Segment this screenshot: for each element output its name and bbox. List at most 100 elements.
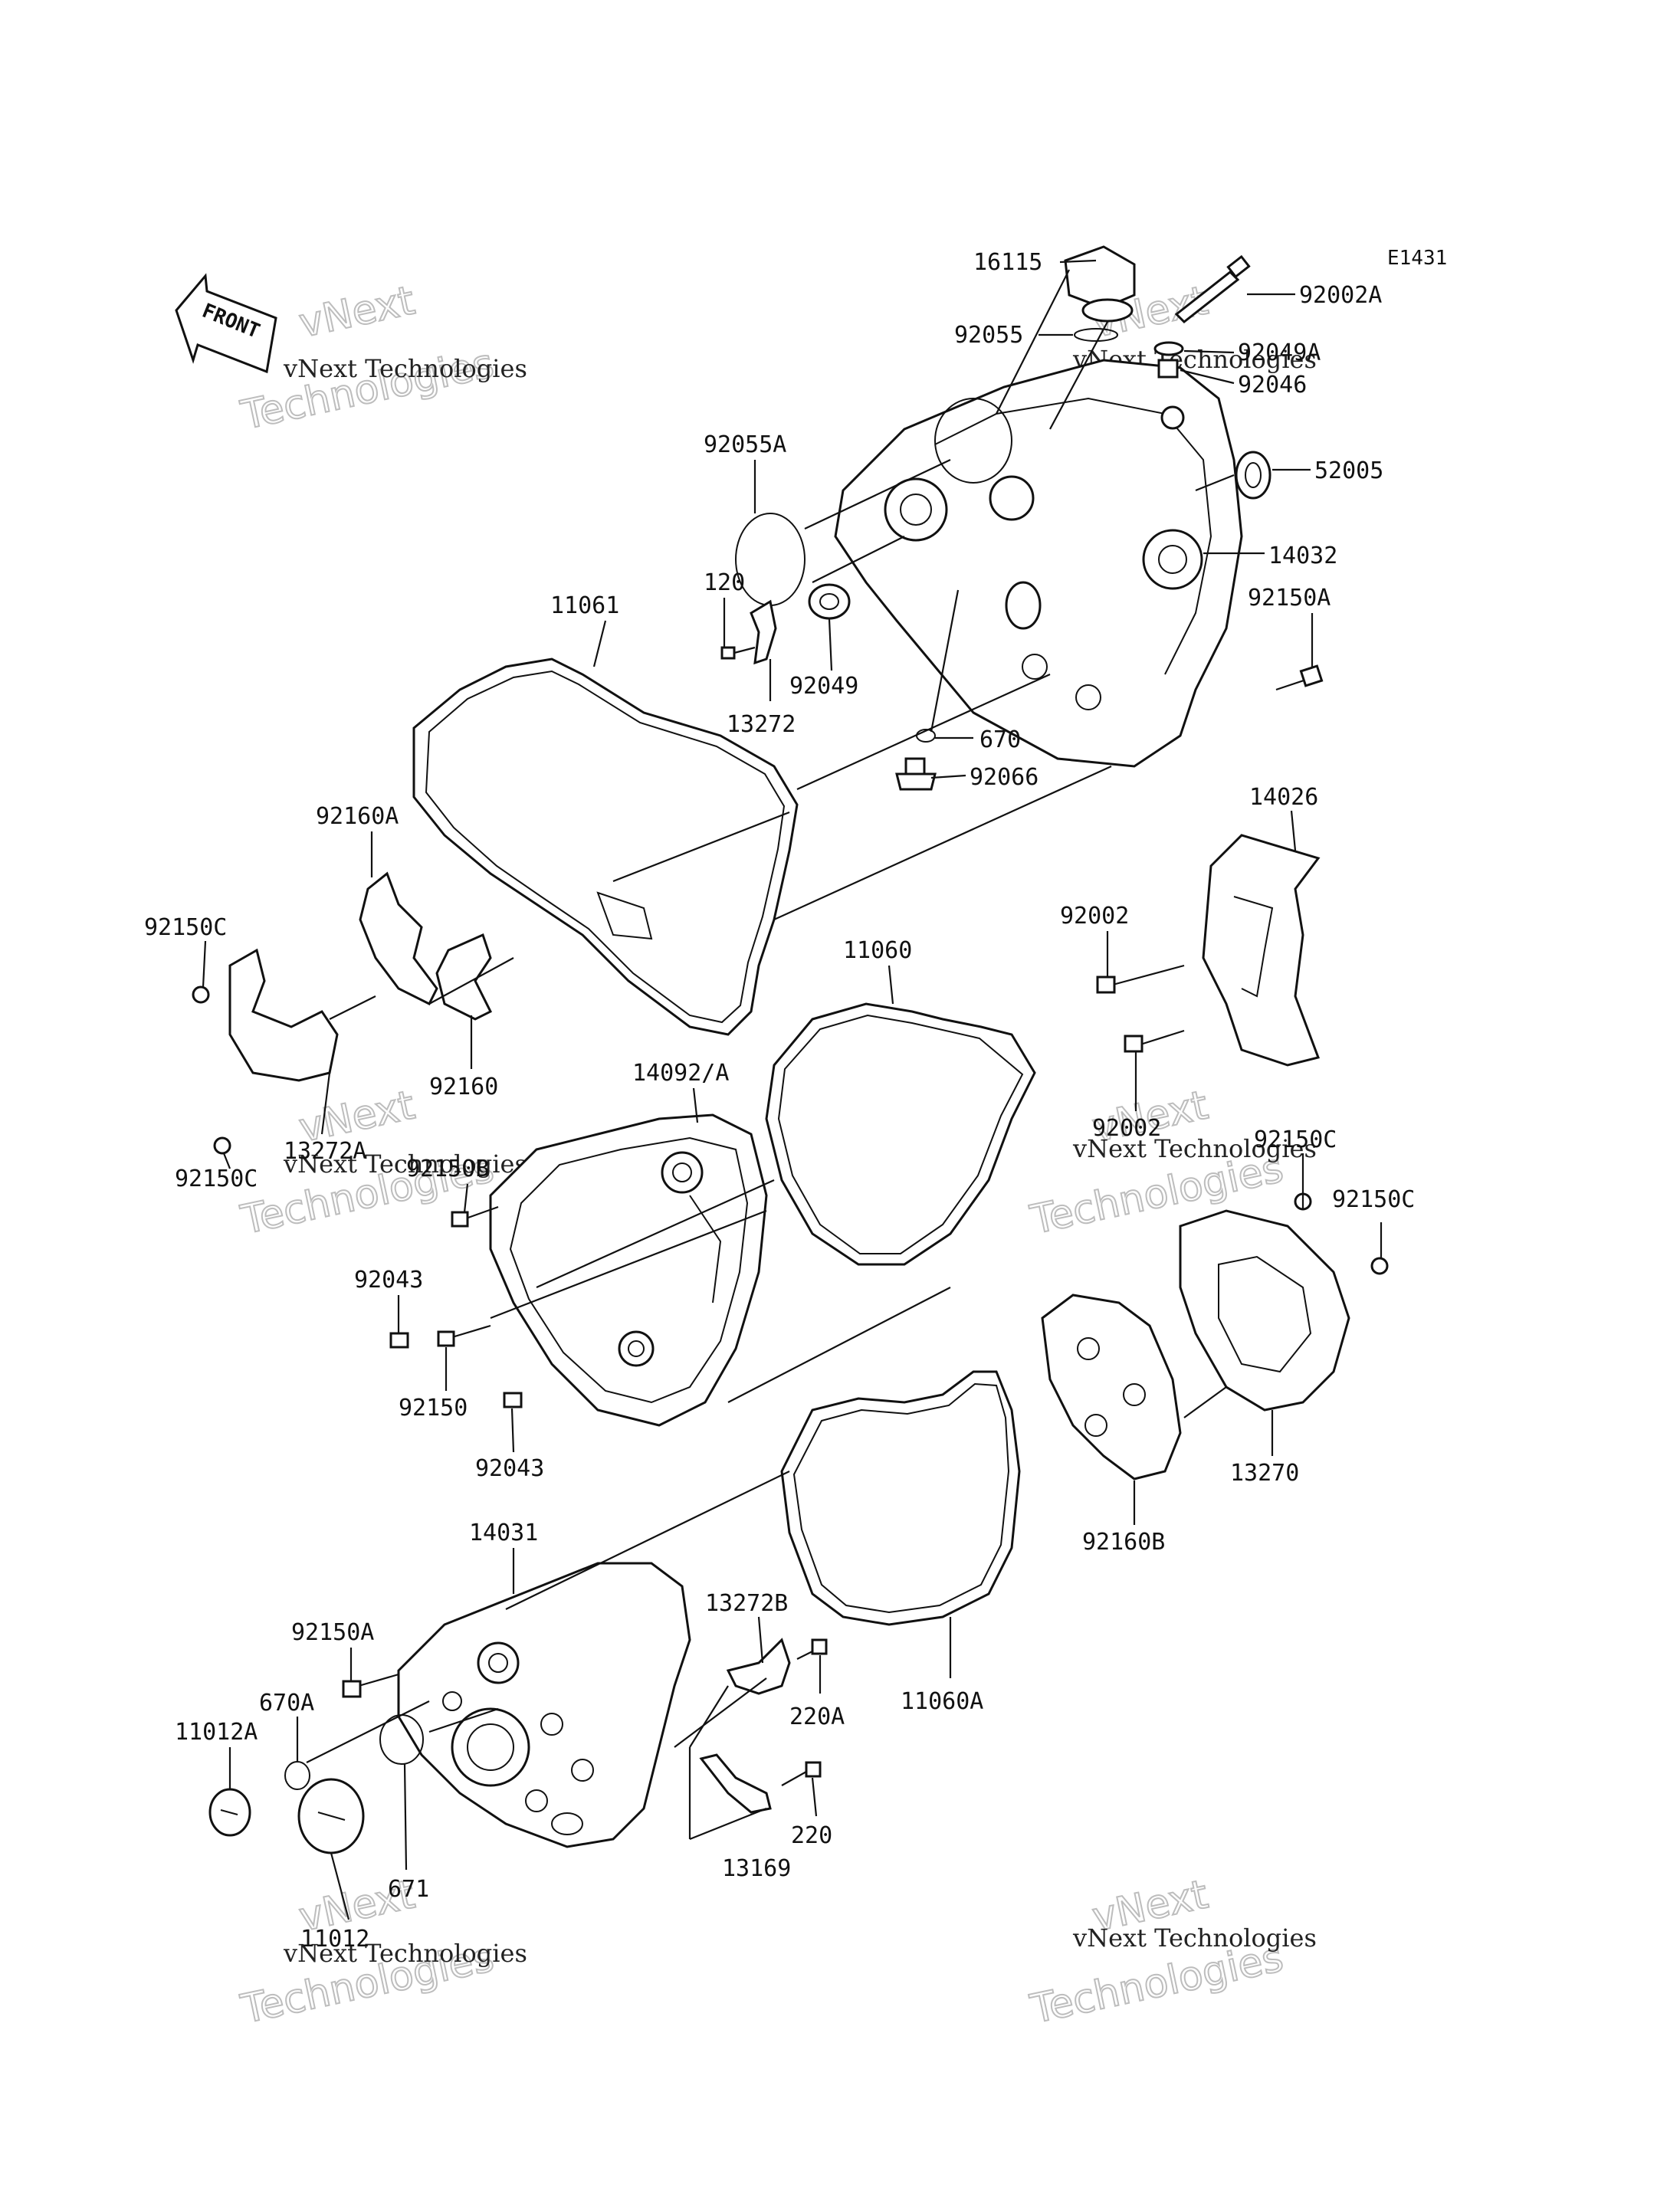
label-92150C-c: 92150C: [1254, 1126, 1337, 1153]
bolt-92002-a: [1096, 964, 1185, 994]
oring-92055: [1074, 328, 1118, 342]
label-13272A: 13272A: [284, 1138, 366, 1165]
bolt-92150A-bottom: [342, 1673, 399, 1698]
dowel-92043-b: [503, 1392, 523, 1408]
bracket-13169: [699, 1753, 772, 1814]
gasket-11061: [412, 657, 799, 1036]
drain-plug-92066: [895, 757, 937, 791]
bracket-13272B: [726, 1638, 791, 1695]
label-11012A: 11012A: [175, 1719, 258, 1746]
label-92002-b: 92002: [1092, 1115, 1161, 1142]
washer-92049A: [1153, 341, 1184, 356]
dowel-92043-a: [389, 1332, 409, 1349]
label-92049A: 92049A: [1238, 339, 1321, 366]
label-92150C-b: 92150C: [175, 1166, 258, 1192]
screw-92150C-left-a: [192, 985, 210, 1004]
gasket-11060: [765, 1002, 1036, 1266]
label-14031: 14031: [469, 1520, 538, 1546]
label-92043-b: 92043: [475, 1455, 544, 1482]
reference-lines: [306, 269, 1235, 1763]
front-direction-arrow: FRONT: [175, 273, 277, 374]
watermark-vnext-technologies: vNext Technologies: [1072, 1134, 1317, 1163]
bolt-92002-b: [1124, 1029, 1185, 1053]
label-220: 220: [791, 1822, 832, 1849]
label-92150A-top: 92150A: [1248, 585, 1331, 612]
label-14032: 14032: [1268, 543, 1337, 569]
label-13270: 13270: [1230, 1460, 1299, 1487]
oil-seal-52005: [1235, 451, 1271, 500]
label-92055A: 92055A: [704, 431, 786, 458]
label-92160B: 92160B: [1082, 1529, 1165, 1556]
bearing-92046: [1157, 359, 1179, 379]
plate-92160B: [1041, 1294, 1182, 1481]
label-13169: 13169: [722, 1855, 791, 1882]
screw-120: [720, 646, 756, 660]
watermark-bottom-right: vNext Technologies vNext Technologies: [1025, 1871, 1317, 2033]
label-11061: 11061: [550, 592, 619, 619]
cover-14031: [397, 1562, 691, 1848]
screw-92150C-left-b: [213, 1136, 231, 1155]
plate-13270: [1179, 1209, 1350, 1412]
bolt-92150A-top: [1275, 664, 1324, 691]
watermark-bottom-left: vNext Technologies vNext Technologies: [236, 1871, 527, 2033]
cap-11012: [297, 1778, 365, 1854]
bracket-13272A: [228, 948, 339, 1082]
label-92055: 92055: [954, 322, 1023, 349]
label-11012: 11012: [300, 1926, 369, 1953]
label-220A: 220A: [789, 1703, 845, 1730]
label-14026: 14026: [1249, 784, 1318, 811]
label-52005: 52005: [1314, 457, 1383, 484]
label-13272B: 13272B: [705, 1590, 788, 1617]
label-13272: 13272: [727, 711, 796, 738]
label-92150C-a: 92150C: [144, 914, 227, 941]
label-92160A: 92160A: [316, 803, 399, 830]
watermark-vnext-technologies: vNext Technologies: [283, 354, 527, 383]
part-labels: 16115 92002A 92055 92049A 92046 92055A 5…: [144, 249, 1415, 1953]
label-92002A: 92002A: [1299, 282, 1382, 309]
oil-filler-cap-16115: [1064, 245, 1136, 323]
label-92150: 92150: [399, 1395, 468, 1421]
label-11060: 11060: [843, 937, 912, 964]
leader-lines: [202, 259, 1383, 1920]
oring-670A: [284, 1761, 310, 1790]
screw-220: [781, 1761, 822, 1786]
watermark-vnext-technologies: vNext Technologies: [283, 1149, 527, 1179]
label-92150C-d: 92150C: [1332, 1186, 1415, 1213]
label-92160: 92160: [429, 1074, 498, 1100]
label-11060A: 11060A: [901, 1688, 983, 1715]
label-14092A: 14092/A: [632, 1060, 729, 1087]
bracket-13272: [750, 599, 777, 665]
watermark-vnext-technologies: vNext Technologies: [283, 1939, 527, 1968]
label-92043-a: 92043: [354, 1267, 423, 1294]
bolt-92002A: [1174, 254, 1251, 324]
label-671: 671: [388, 1876, 429, 1903]
label-670A: 670A: [259, 1690, 314, 1717]
oring-92055A: [735, 513, 806, 606]
watermark-vnext-technologies: vNext Technologies: [1072, 1923, 1317, 1953]
clutch-cover-14032: [834, 359, 1243, 768]
label-92046: 92046: [1238, 372, 1307, 398]
screw-220A: [796, 1638, 828, 1660]
watermark-top-left: vNext Technologies vNext Technologies: [236, 277, 527, 439]
label-120: 120: [704, 569, 745, 596]
label-92002-a: 92002: [1060, 903, 1129, 930]
sprocket-cover-14026: [1202, 834, 1321, 1067]
generator-cover-14092A: [489, 1113, 768, 1427]
cap-11012A: [208, 1788, 251, 1837]
label-92049: 92049: [789, 673, 858, 700]
screw-92150C-right-b: [1370, 1257, 1389, 1275]
watermark-middle-right: vNext Technologies vNext Technologies: [1025, 1081, 1317, 1244]
seal-92049: [808, 583, 851, 620]
gasket-11060A: [780, 1370, 1021, 1626]
label-92066: 92066: [970, 764, 1039, 791]
cover-oring-outline: [934, 398, 1012, 484]
watermark-vnext: vNext: [295, 277, 418, 346]
bolt-92150: [437, 1324, 491, 1347]
label-670: 670: [979, 726, 1021, 753]
plate-92160: [435, 933, 493, 1021]
front-arrow-icon: [175, 273, 277, 374]
plate-92160A: [359, 871, 438, 1006]
label-92150A-bottom: 92150A: [291, 1619, 374, 1646]
